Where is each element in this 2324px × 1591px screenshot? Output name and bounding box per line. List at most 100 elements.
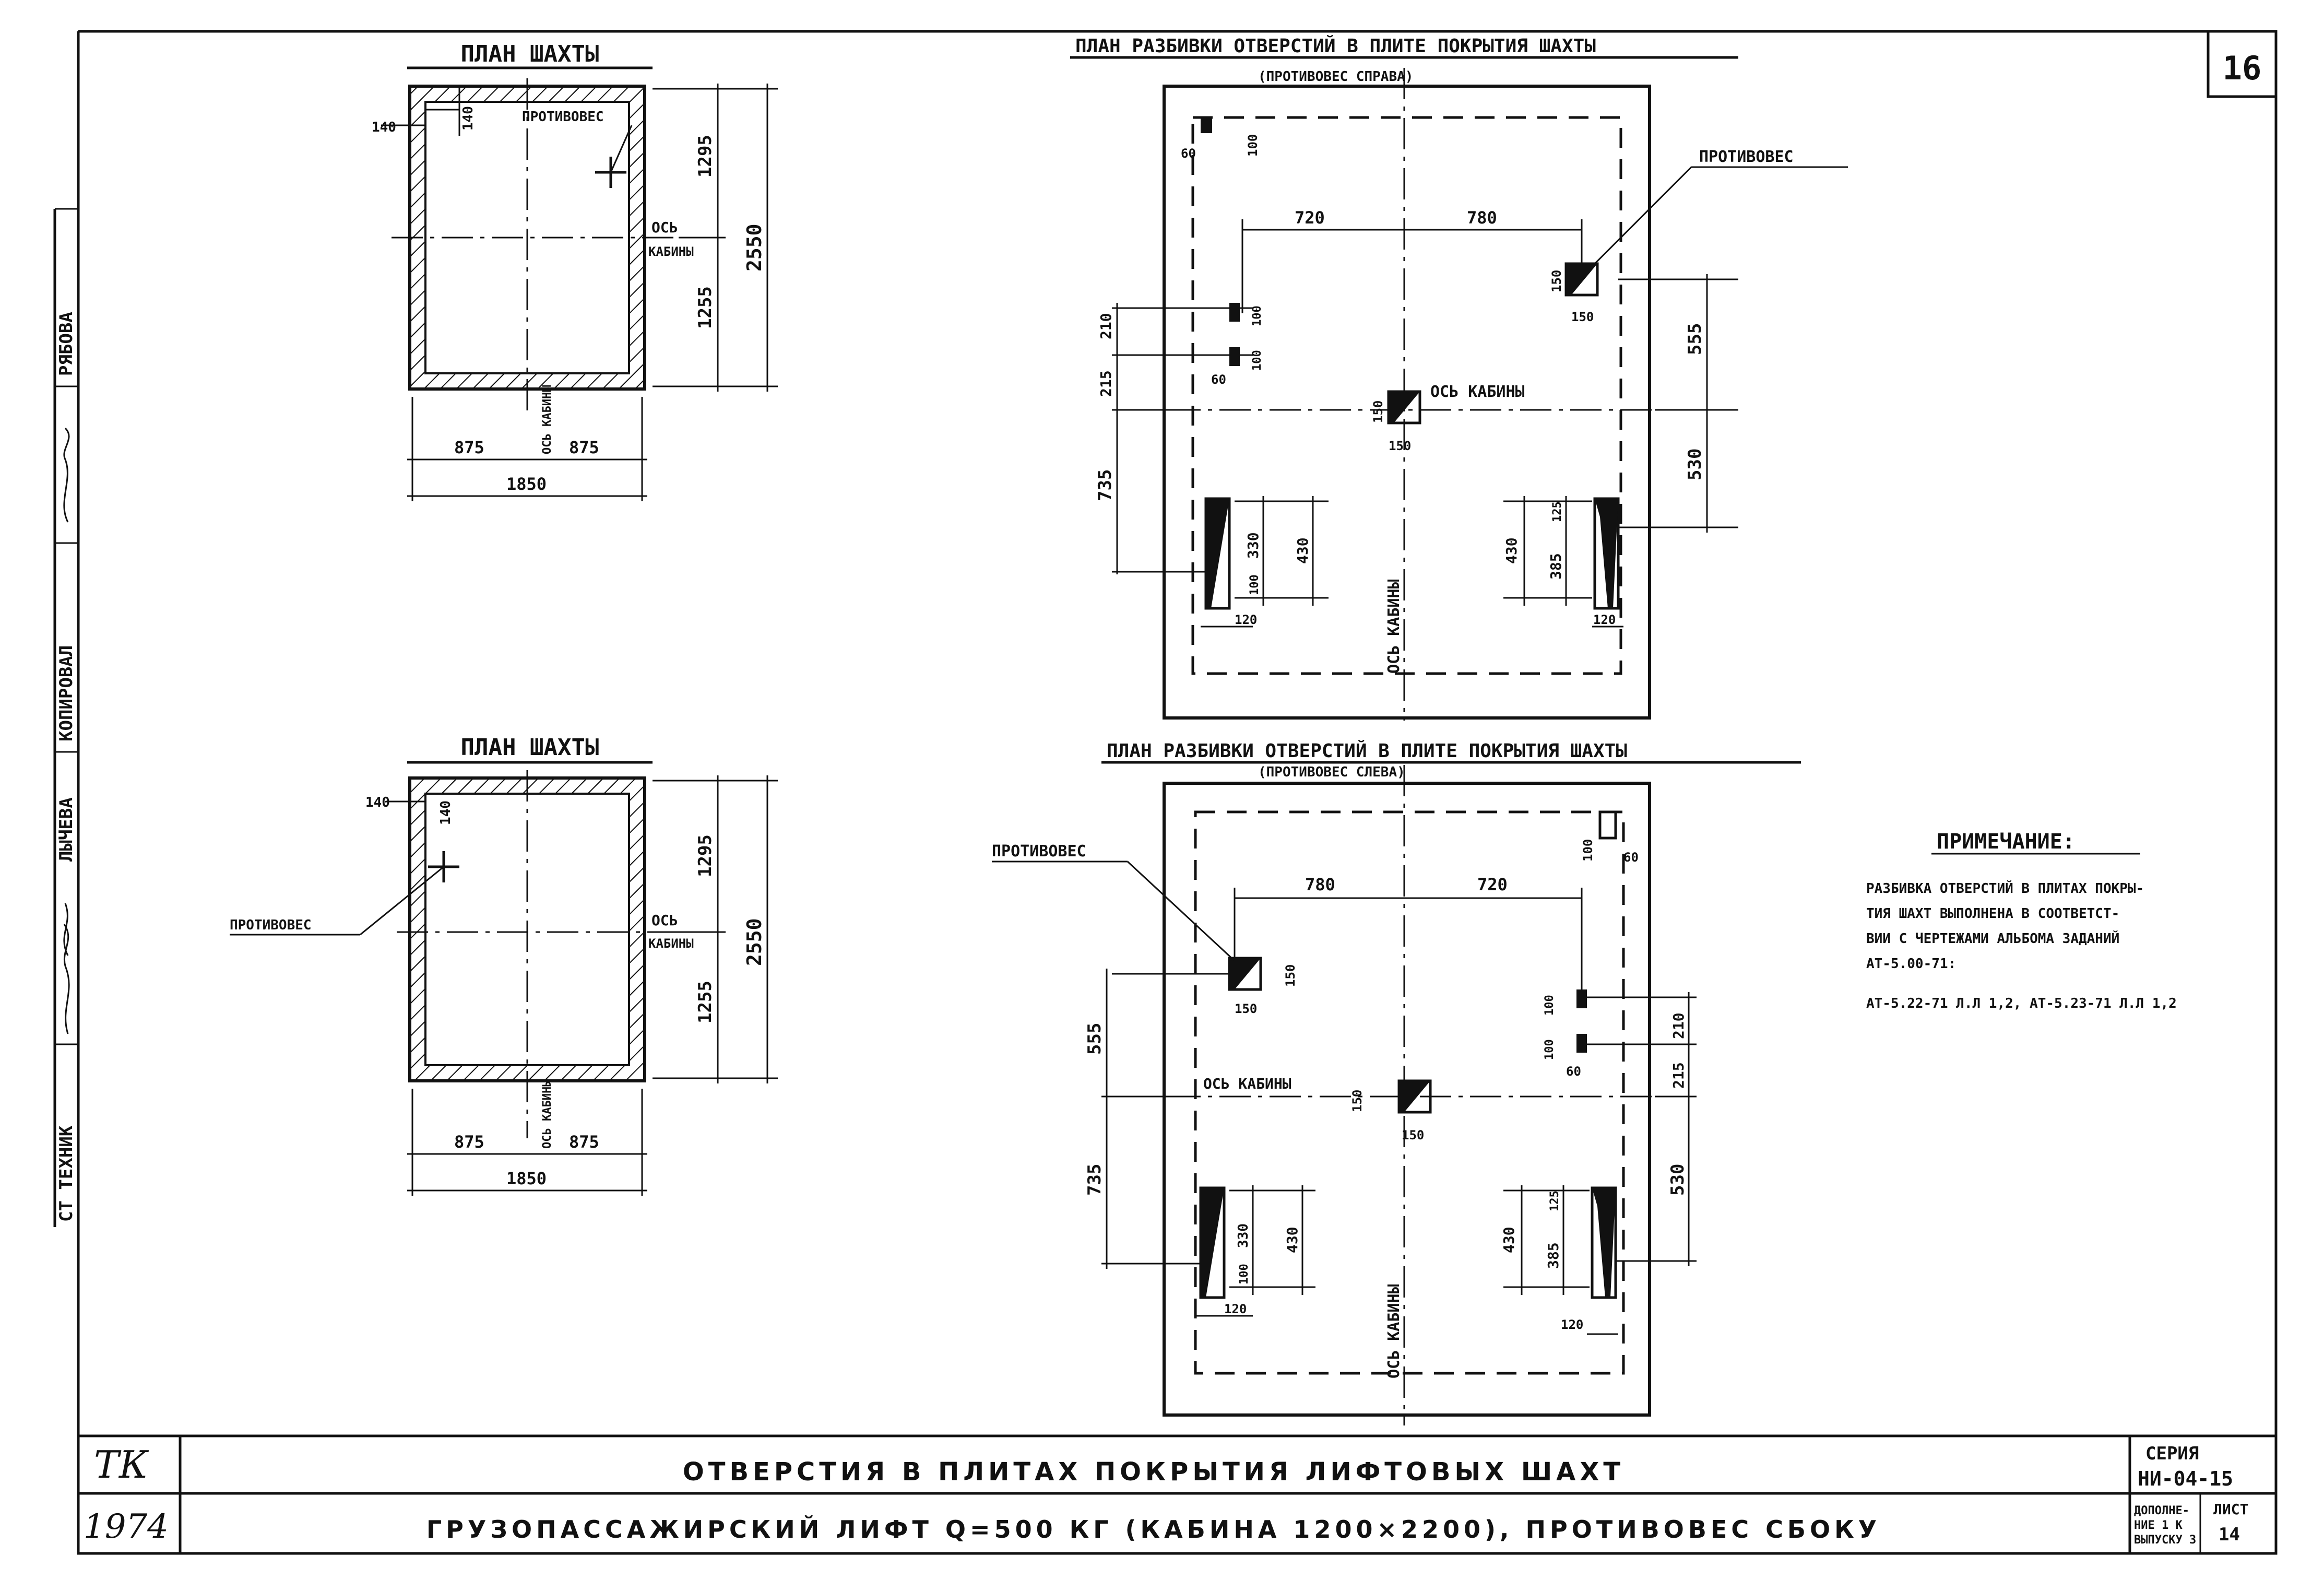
plan-right-d210: 210 xyxy=(1097,313,1114,339)
note-line-3: ВИИ С ЧЕРТЕЖАМИ АЛЬБОМА ЗАДАНИЙ xyxy=(1866,930,2119,947)
shaft-top-dim-875b: 875 xyxy=(569,438,599,457)
plan-right-d530: 530 xyxy=(1685,449,1705,480)
plan-left-subtitle: (ПРОТИВОВЕС СЛЕВА) xyxy=(1258,764,1405,780)
shaft-bottom-dim-1295: 1295 xyxy=(695,834,716,877)
plan-right-d150a: 150 xyxy=(1549,270,1564,292)
plan-left-d120: 120 xyxy=(1224,1302,1247,1316)
plan-left-d60: 60 xyxy=(1623,850,1639,865)
plan-left-d100c: 100 xyxy=(1543,1039,1556,1060)
plan-left-d530: 530 xyxy=(1667,1164,1688,1196)
plan-right-d385: 385 xyxy=(1547,553,1564,580)
shaft-top-axis-a: ОСЬ xyxy=(651,219,678,236)
title-block-sheet-value: 14 xyxy=(2219,1524,2240,1545)
plan-right-d555: 555 xyxy=(1685,323,1705,355)
plan-left-d430b: 430 xyxy=(1500,1227,1517,1253)
plan-counterweight-right xyxy=(1070,56,1848,721)
plan-counterweight-left xyxy=(992,761,1801,1425)
shaft-bottom-axis-v: ОСЬ КАБИНЫ xyxy=(541,1080,554,1149)
side-strip xyxy=(53,208,78,1227)
signatures xyxy=(63,427,70,1034)
shaft-bottom-title: ПЛАН ШАХТЫ xyxy=(461,734,599,761)
shaft-plan-top xyxy=(381,66,778,501)
shaft-top-dim-140b: 140 xyxy=(460,106,476,131)
side-label-lycheva: ЛЫЧЕВА xyxy=(56,797,77,862)
plan-right-d120: 120 xyxy=(1235,612,1257,627)
shaft-top-dim-1295: 1295 xyxy=(695,135,716,178)
plan-left-d385: 385 xyxy=(1545,1242,1562,1269)
plan-right-d780: 780 xyxy=(1467,208,1497,228)
plan-right-d125: 125 xyxy=(1551,501,1564,522)
shaft-bottom-dim-875b: 875 xyxy=(569,1132,599,1152)
title-block-line1: ОТВЕРСТИЯ В ПЛИТАХ ПОКРЫТИЯ ЛИФТОВЫХ ШАХ… xyxy=(683,1457,1625,1487)
plan-right-d100b: 100 xyxy=(1251,305,1264,326)
shaft-bottom-dim-140b: 140 xyxy=(438,800,454,825)
plan-left-d100b: 100 xyxy=(1543,995,1556,1016)
plan-left-d780: 780 xyxy=(1305,875,1335,894)
shaft-bottom-dim-2550: 2550 xyxy=(743,918,766,966)
shaft-bottom-axis-a: ОСЬ xyxy=(651,912,678,929)
plan-left-d330: 330 xyxy=(1236,1223,1251,1248)
shaft-bottom-axis-b: КАБИНЫ xyxy=(648,936,694,951)
shaft-top-dim-875a: 875 xyxy=(454,438,484,457)
shaft-bottom-counterweight: ПРОТИВОВЕС xyxy=(230,917,312,933)
shaft-top-dim-140a: 140 xyxy=(372,120,396,135)
plan-left-d215: 215 xyxy=(1670,1062,1687,1089)
sheet-frame xyxy=(77,30,2278,1555)
title-block-sheet-label: ЛИСТ xyxy=(2213,1501,2248,1518)
plan-right-d150b: 150 xyxy=(1571,310,1594,324)
title-block-addendum-3: ВЫПУСКУ 3 xyxy=(2134,1534,2196,1547)
plan-left-d150b: 150 xyxy=(1235,1001,1257,1016)
shaft-top-dim-1850: 1850 xyxy=(506,474,547,494)
side-label-kopiroval: КОПИРОВАЛ xyxy=(56,645,77,741)
plan-right-title: ПЛАН РАЗБИВКИ ОТВЕРСТИЙ В ПЛИТЕ ПОКРЫТИЯ… xyxy=(1075,35,1596,57)
note-line-5: АТ-5.22-71 Л.Л 1,2, АТ-5.23-71 Л.Л 1,2 xyxy=(1866,996,2177,1011)
plan-left-axis-h: ОСЬ КАБИНЫ xyxy=(1203,1075,1291,1092)
plan-left-d100d: 100 xyxy=(1238,1264,1251,1284)
sheet-number: 16 xyxy=(2223,49,2262,87)
plan-right-d100: 100 xyxy=(1246,134,1260,157)
plan-right-d330: 330 xyxy=(1244,532,1262,559)
shaft-plan-bottom xyxy=(230,761,778,1196)
shaft-bottom-dim-1255: 1255 xyxy=(695,981,716,1023)
shaft-top-title: ПЛАН ШАХТЫ xyxy=(461,41,599,67)
side-label-ryabova: РЯБОВА xyxy=(56,312,77,376)
shaft-top-dim-2550: 2550 xyxy=(743,223,766,272)
plan-left-d100: 100 xyxy=(1581,839,1595,862)
shaft-top-counterweight: ПРОТИВОВЕС xyxy=(522,109,604,125)
note-title: ПРИМЕЧАНИЕ: xyxy=(1937,830,2075,854)
plan-right-d60: 60 xyxy=(1181,146,1196,161)
title-block-year: 1974 xyxy=(84,1507,169,1546)
plan-left-d430: 430 xyxy=(1284,1227,1301,1253)
plan-right-d100d: 100 xyxy=(1248,574,1261,595)
plan-left-d120b: 120 xyxy=(1561,1317,1583,1332)
plan-left-d150d: 150 xyxy=(1402,1128,1424,1142)
side-label-tekhnik: СТ ТЕХНИК xyxy=(56,1125,77,1222)
plan-right-d120b: 120 xyxy=(1593,612,1616,627)
plan-right-d100c: 100 xyxy=(1251,350,1264,371)
plan-left-axis-v: ОСЬ КАБИНЫ xyxy=(1385,1284,1403,1378)
note-line-1: РАЗБИВКА ОТВЕРСТИЙ В ПЛИТАХ ПОКРЫ- xyxy=(1866,880,2144,897)
title-block-series-label: СЕРИЯ xyxy=(2145,1443,2199,1464)
plan-right-d430b: 430 xyxy=(1503,537,1520,564)
title-block-code: ТК xyxy=(94,1443,149,1487)
plan-right-d150c: 150 xyxy=(1371,400,1385,423)
plan-right-d60b: 60 xyxy=(1211,372,1226,387)
plan-right-counterweight: ПРОТИВОВЕС xyxy=(1699,148,1794,166)
plan-left-d720: 720 xyxy=(1477,875,1508,894)
note-line-4: АТ-5.00-71: xyxy=(1866,956,1956,972)
plan-right-d430: 430 xyxy=(1294,537,1311,564)
shaft-top-axis-v: ОСЬ КАБИНЫ xyxy=(541,385,554,454)
plan-right-subtitle: (ПРОТИВОВЕС СПРАВА) xyxy=(1258,69,1413,85)
shaft-top-dim-1255: 1255 xyxy=(695,286,716,329)
plan-left-d150a: 150 xyxy=(1283,964,1298,987)
plan-right-d215: 215 xyxy=(1097,370,1114,397)
plan-right-axis-h: ОСЬ КАБИНЫ xyxy=(1430,383,1525,401)
plan-left-d60b: 60 xyxy=(1566,1064,1581,1079)
plan-right-d735: 735 xyxy=(1095,469,1116,501)
plan-left-counterweight: ПРОТИВОВЕС xyxy=(992,842,1086,861)
title-block-series-value: НИ-04-15 xyxy=(2138,1467,2233,1490)
note-line-2: ТИЯ ШАХТ ВЫПОЛНЕНА В СООТВЕТСТ- xyxy=(1866,906,2119,922)
title-block-line2: ГРУЗОПАССАЖИРСКИЙ ЛИФТ Q=500 КГ (КАБИНА … xyxy=(426,1515,1881,1543)
title-block-addendum-2: НИЕ 1 К xyxy=(2134,1519,2183,1532)
plan-right-axis-v: ОСЬ КАБИНЫ xyxy=(1385,579,1403,674)
